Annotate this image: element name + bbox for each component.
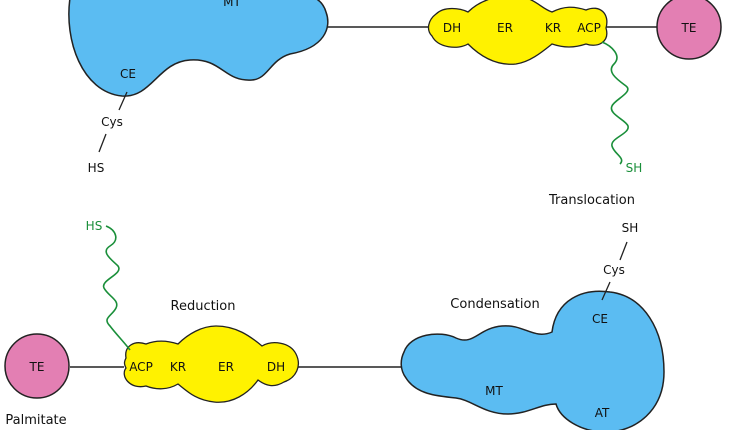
- top-sh-label: SH: [626, 161, 643, 175]
- top-er-label: ER: [497, 21, 513, 35]
- bottom-acp-label: ACP: [129, 360, 153, 374]
- reduction-label: Reduction: [171, 299, 236, 314]
- top-hs-label: HS: [88, 161, 105, 175]
- top-blue-domain: [68, 0, 329, 97]
- bottom-sh-label: SH: [622, 221, 639, 235]
- condensation-label: Condensation: [450, 297, 539, 312]
- top-ce-label: CE: [120, 67, 136, 81]
- top-ce-cys-bond: [118, 91, 128, 111]
- bottom-ce-label: CE: [592, 312, 608, 326]
- bottom-blue-domain: [400, 290, 665, 430]
- bottom-te-label: TE: [29, 360, 45, 374]
- bottom-yellow-domain: [123, 325, 299, 403]
- top-te-label: TE: [681, 21, 697, 35]
- bottom-phosphopantetheine-chain: [102, 225, 131, 351]
- bottom-cys-sh-bond: [619, 241, 628, 261]
- top-te-domain: [656, 0, 722, 60]
- top-mt-label: MT: [223, 0, 241, 9]
- palmitate-label: Palmitate: [5, 413, 66, 428]
- bottom-te-domain: [4, 333, 70, 399]
- top-dh-label: DH: [443, 21, 461, 35]
- top-cys-label: Cys: [101, 115, 123, 129]
- top-kr-label: KR: [545, 21, 561, 35]
- bottom-at-label: AT: [595, 406, 610, 420]
- bottom-er-label: ER: [218, 360, 234, 374]
- top-cys-hs-bond: [98, 133, 107, 153]
- translocation-label: Translocation: [548, 193, 635, 208]
- bottom-kr-label: KR: [170, 360, 186, 374]
- bottom-ce-cys-bond: [601, 281, 611, 301]
- top-phosphopantetheine-chain: [601, 41, 629, 165]
- bottom-cys-label: Cys: [603, 263, 625, 277]
- top-acp-label: ACP: [577, 21, 601, 35]
- bottom-dh-label: DH: [267, 360, 285, 374]
- bottom-hs-label: HS: [86, 219, 103, 233]
- bottom-mt-label: MT: [485, 384, 503, 398]
